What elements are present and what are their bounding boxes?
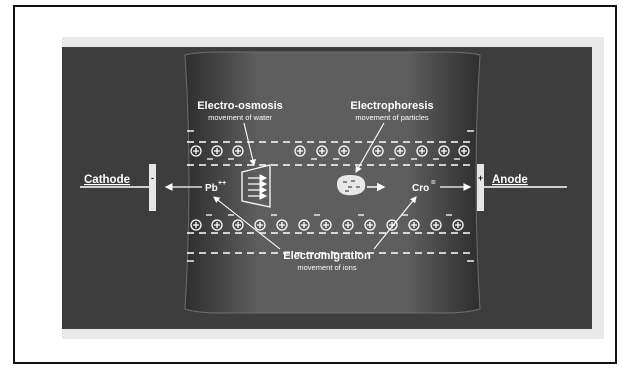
cathode-electrode: - <box>149 164 156 211</box>
anode-electrode: + <box>477 164 484 211</box>
electrophoresis-subtitle: movement of particles <box>355 113 429 122</box>
anode-sign: + <box>478 173 483 183</box>
cation-charge: ++ <box>218 180 226 187</box>
anion-symbol: Cro <box>412 183 429 194</box>
cathode-label: Cathode <box>84 174 130 186</box>
electro-osmosis-subtitle: movement of water <box>208 113 272 122</box>
soil-channel <box>185 52 480 313</box>
diagram-photo: - + Cathode Anode Electro-osmosis moveme… <box>62 37 604 339</box>
anion-charge: = <box>431 178 436 187</box>
electro-osmosis-title: Electro-osmosis <box>197 100 283 112</box>
cathode-sign: - <box>151 173 154 183</box>
electrokinetics-diagram: - + Cathode Anode Electro-osmosis moveme… <box>62 47 592 329</box>
diagram-board: - + Cathode Anode Electro-osmosis moveme… <box>62 47 592 329</box>
anode-label: Anode <box>492 174 528 186</box>
slide-frame: - + Cathode Anode Electro-osmosis moveme… <box>13 5 617 364</box>
cation-symbol: Pb <box>205 183 218 194</box>
electromigration-title: Electromigration <box>283 250 371 262</box>
electrophoresis-title: Electrophoresis <box>350 100 433 112</box>
electromigration-subtitle: movement of ions <box>297 263 356 272</box>
